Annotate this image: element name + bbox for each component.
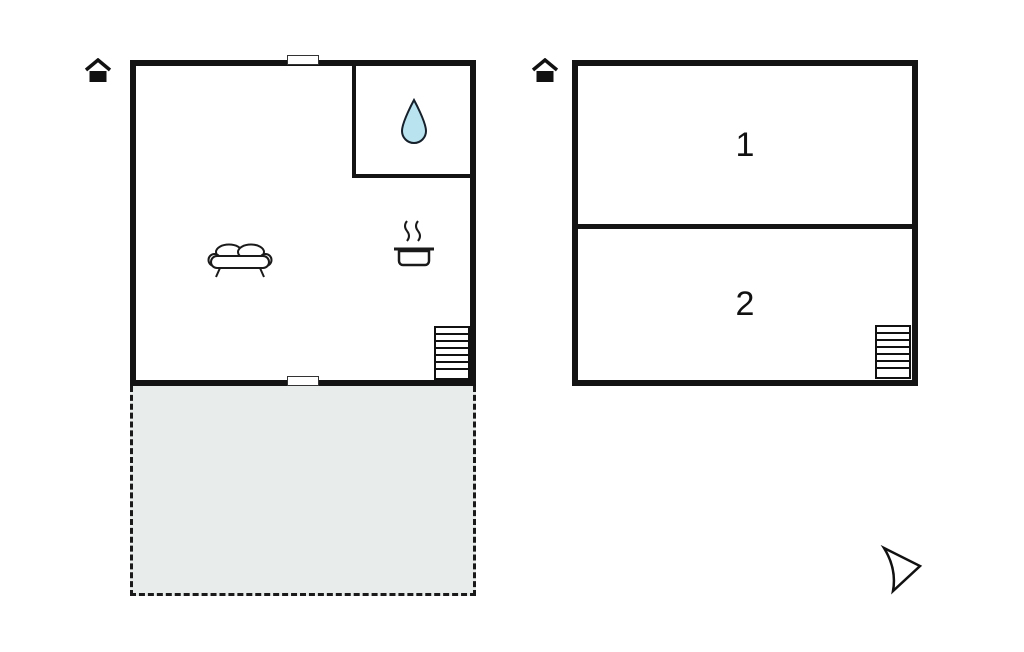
sofa-icon <box>207 242 273 280</box>
terrace-area <box>130 386 476 596</box>
entrance-house-icon <box>84 57 112 84</box>
window-marker-bottom <box>287 376 319 386</box>
room-2-label: 2 <box>735 284 755 323</box>
window-marker-top <box>287 55 319 65</box>
bathroom-partition-wall <box>352 66 476 178</box>
upper-floor-outline <box>572 60 918 386</box>
stairs-icon <box>875 325 911 379</box>
room-1-label: 1 <box>735 125 755 164</box>
north-arrow-icon <box>880 544 924 595</box>
stairs-icon <box>434 326 470 380</box>
entrance-house-icon <box>531 57 559 84</box>
room-divider-wall <box>578 224 912 229</box>
stove-pot-icon <box>390 218 438 270</box>
water-drop-icon <box>400 97 428 144</box>
